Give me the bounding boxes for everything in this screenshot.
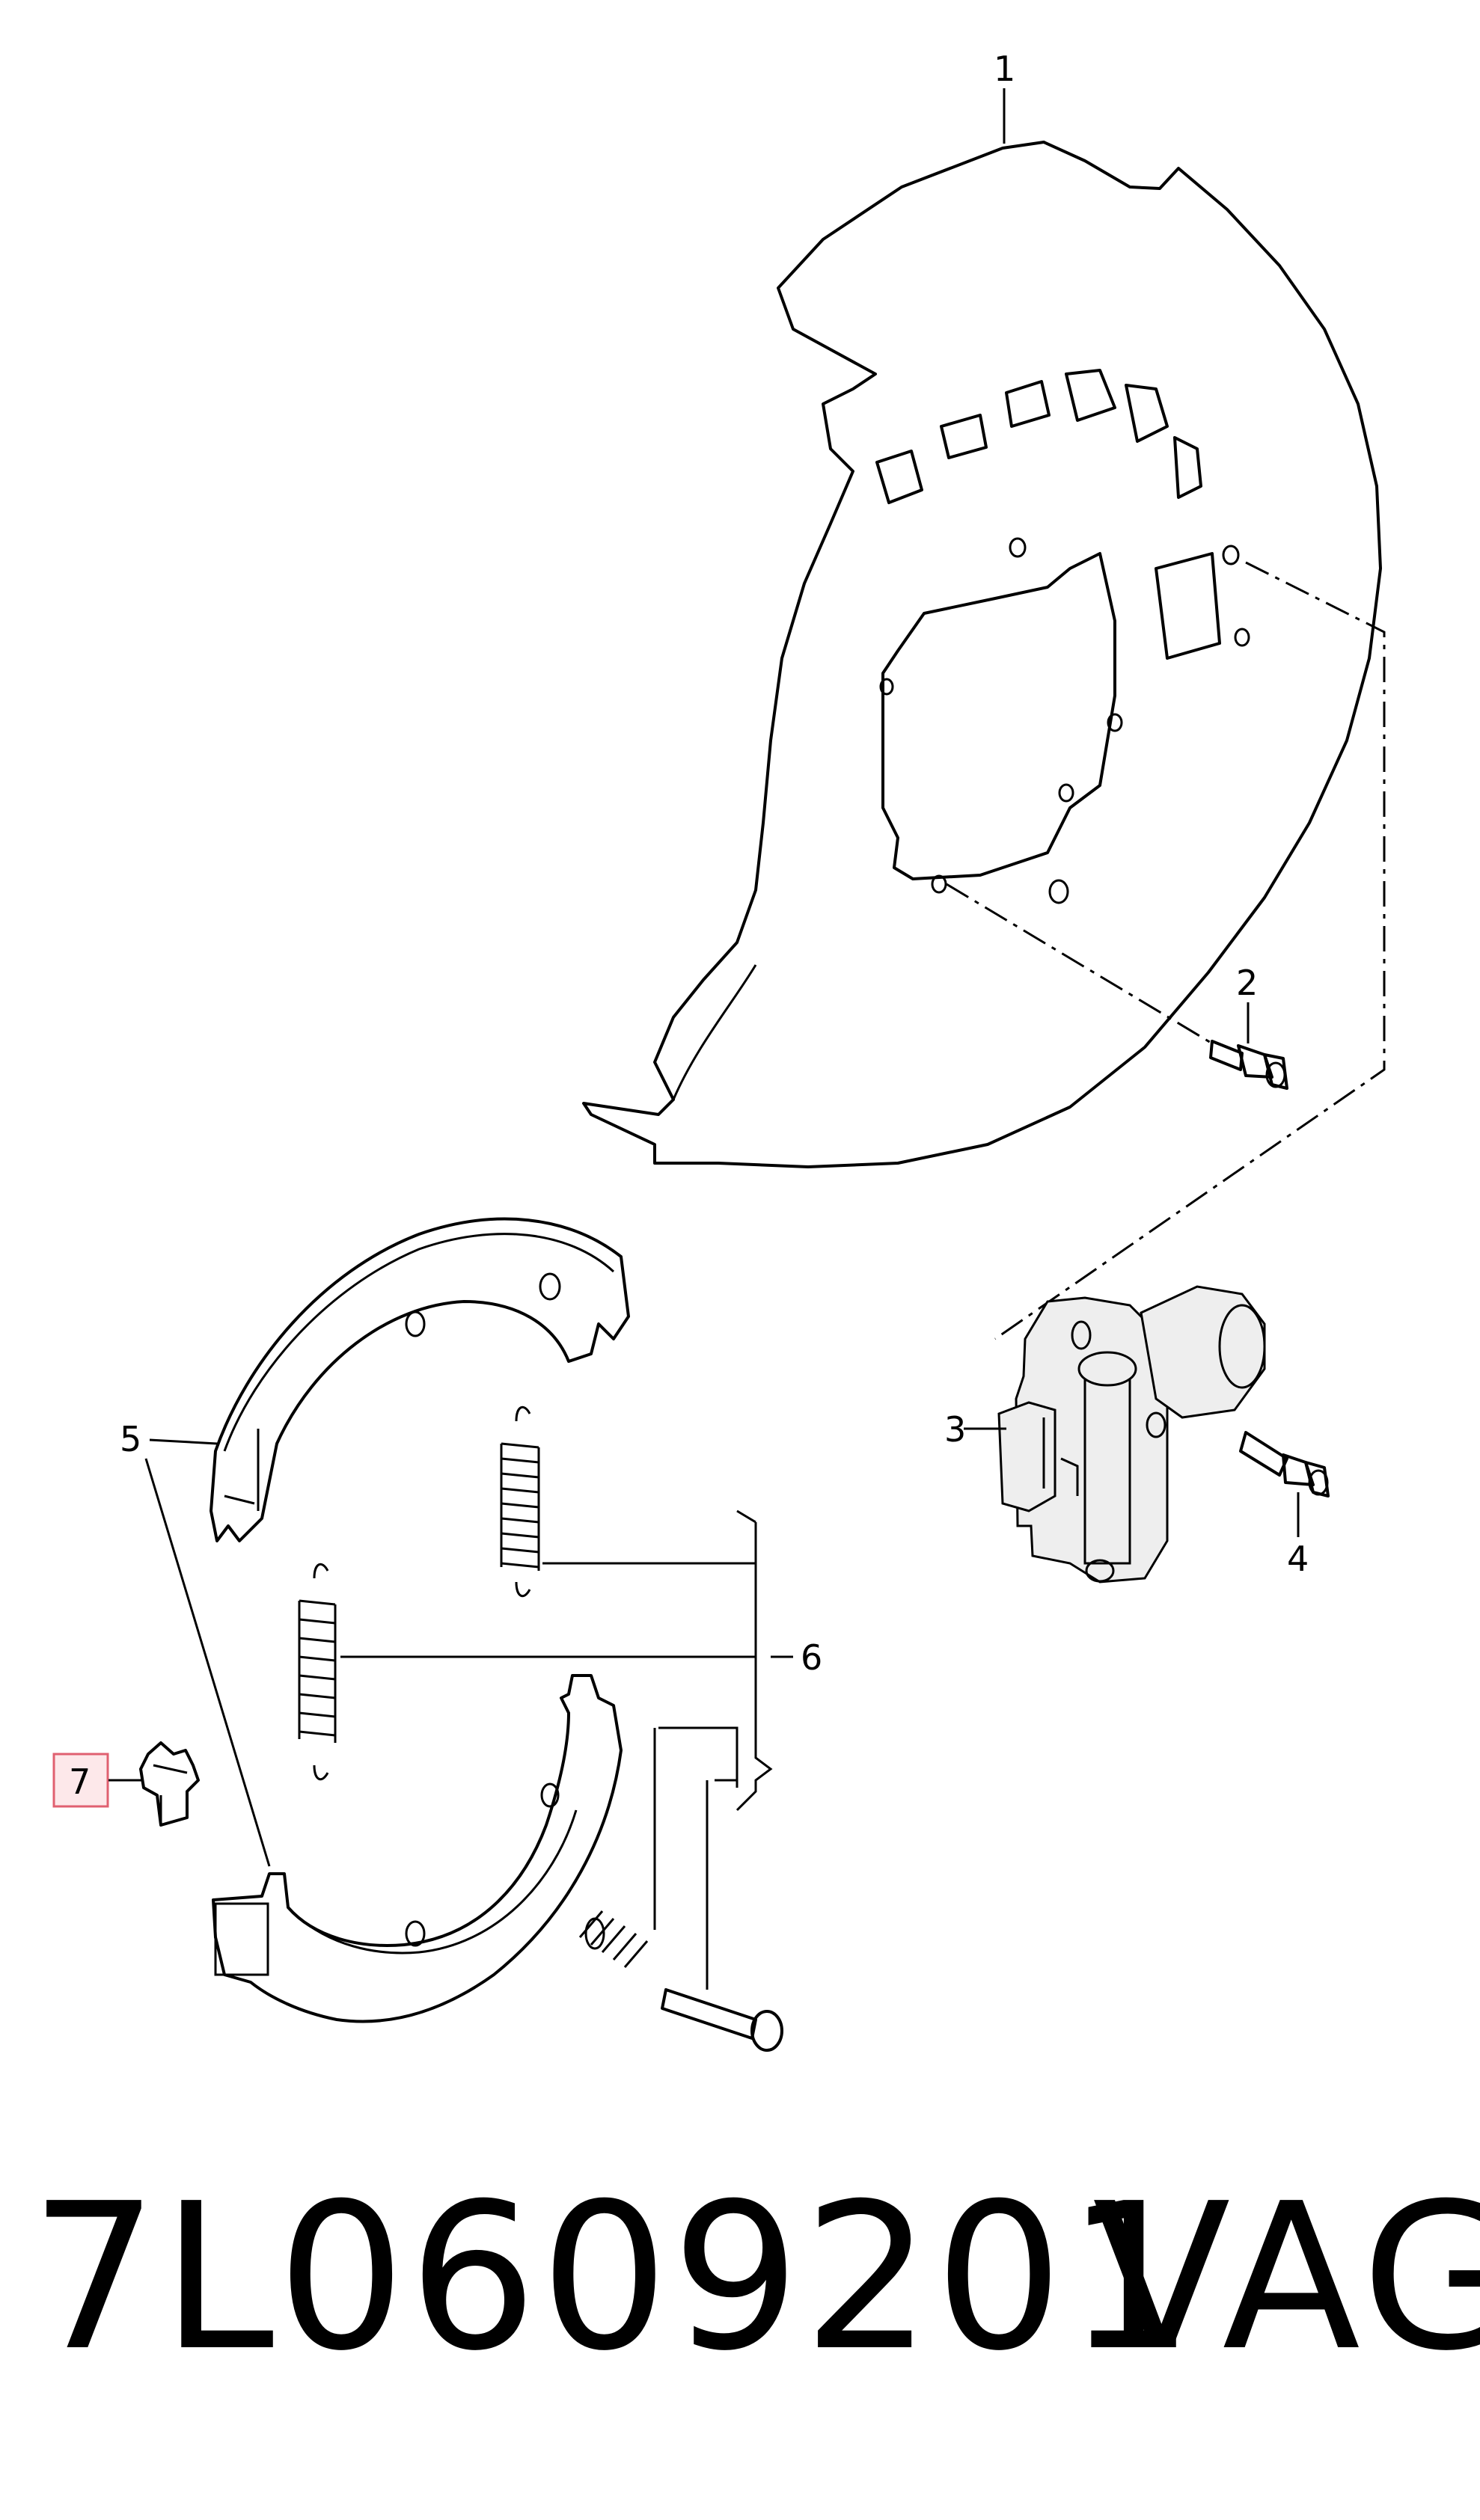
adjuster-7: 7 — [52, 1741, 200, 1827]
callout-7: 7 — [69, 1762, 91, 1802]
callout-6: 6 — [801, 1637, 822, 1678]
exploded-parts-diagram: 1 2 3 4 — [52, 49, 1386, 2052]
callout-1: 1 — [994, 49, 1015, 89]
callout-7-highlight-box — [52, 1753, 109, 1808]
brake-shoe-upper: 5 — [120, 1217, 630, 1542]
brand-label: VAG — [1092, 2159, 1480, 2395]
actuator-3: 3 — [944, 1285, 1266, 1584]
callout-5: 5 — [120, 1419, 141, 1459]
callout-4: 4 — [1287, 1539, 1309, 1579]
brake-shoe-lower — [144, 1458, 623, 2023]
callout-3: 3 — [944, 1409, 966, 1450]
bolt-4: 4 — [1239, 1431, 1330, 1579]
bolt-2: 2 — [1209, 963, 1288, 1090]
callout-2: 2 — [1236, 963, 1258, 1003]
backing-plate: 1 — [582, 49, 1382, 1168]
connection-lines — [946, 561, 1386, 1340]
part-number: 7L0609201 — [30, 2159, 1198, 2395]
spring-kit-6: 6 — [298, 1405, 822, 2052]
footer: 7L0609201 VAG — [0, 2154, 1480, 2513]
